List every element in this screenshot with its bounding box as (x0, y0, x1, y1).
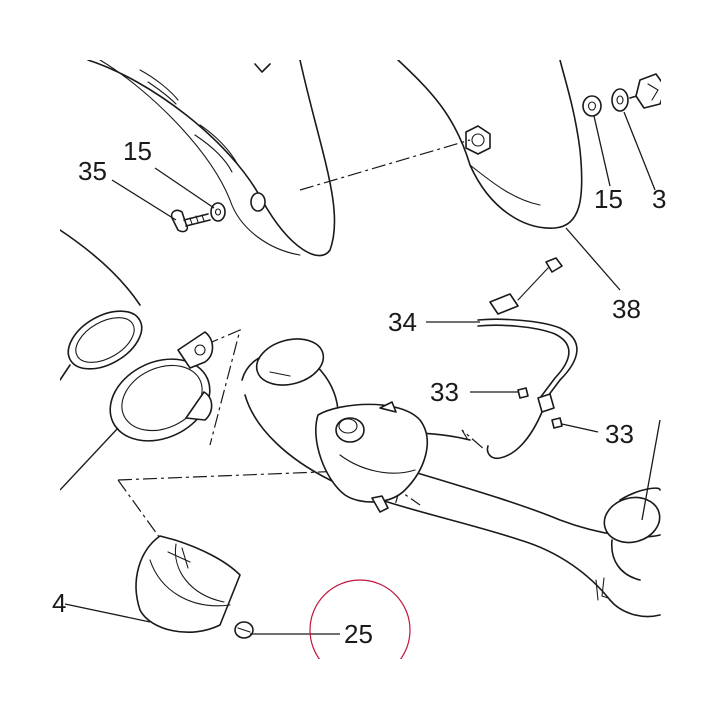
leader-right-edge (641, 419, 661, 521)
assembly-line-sensor (461, 429, 486, 451)
mask-top (0, 0, 720, 60)
callout-3-partial: 3 (652, 184, 666, 214)
leader-33-right (561, 423, 599, 433)
washer-3-right (611, 88, 629, 112)
callout-15-left: 15 (123, 136, 152, 166)
screw-25 (234, 621, 254, 639)
assembly-line-clamp (204, 328, 241, 446)
leader-15-right (593, 115, 611, 187)
callout-33-left: 33 (430, 377, 459, 407)
callout-34: 34 (388, 307, 417, 337)
clip-33-left (517, 387, 529, 399)
callout-4-partial: 4 (52, 588, 66, 618)
pipe-clamp (109, 331, 214, 442)
callout-15-right: 15 (594, 184, 623, 214)
washer-15-left (210, 202, 226, 222)
lower-guard (135, 535, 241, 633)
mask-right (661, 0, 720, 720)
callout-35: 35 (78, 156, 107, 186)
leader-clamp (59, 427, 119, 491)
callout-38: 38 (612, 294, 641, 324)
bolt-35 (170, 209, 211, 233)
callout-33-right: 33 (605, 419, 634, 449)
leader-35 (111, 179, 177, 221)
leader-3 (623, 111, 656, 191)
clip-33-right (551, 417, 563, 429)
leader-38 (565, 227, 621, 291)
oxygen-sensor-34 (477, 257, 578, 460)
nut-right (635, 73, 667, 109)
heat-shield-upper-left (87, 59, 336, 257)
leader-15-left (154, 167, 215, 209)
leader-4 (64, 603, 151, 623)
assembly-line-shield (299, 139, 471, 191)
exhaust-pipe (241, 338, 661, 618)
callout-25: 25 (344, 619, 373, 649)
pipe-end-left (59, 229, 143, 381)
mask-bottom (300, 659, 430, 719)
heat-shield-upper-right (397, 59, 583, 229)
washers-right (582, 73, 667, 117)
washer-15-right (582, 95, 602, 117)
mask-left (0, 0, 60, 720)
